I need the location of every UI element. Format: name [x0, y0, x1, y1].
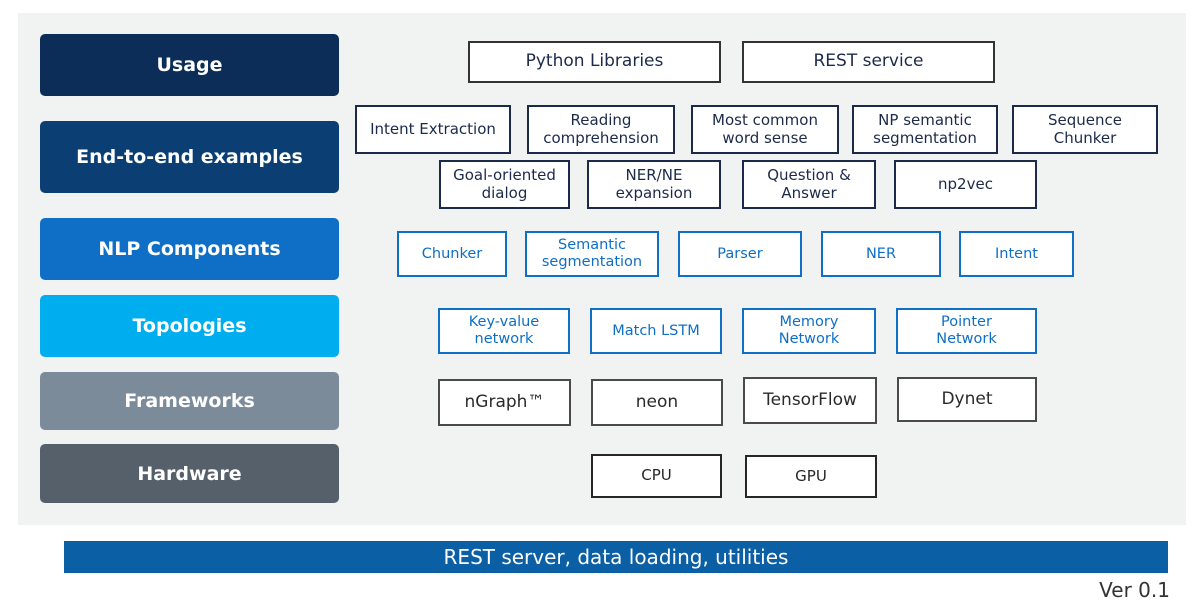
example-box: Question &Answer — [742, 160, 876, 209]
topology-box: Match LSTM — [590, 308, 722, 354]
layer-frameworks: Frameworks — [40, 372, 339, 430]
layer-topologies: Topologies — [40, 295, 339, 357]
usage-box: REST service — [742, 41, 995, 83]
usage-box: Python Libraries — [468, 41, 721, 83]
component-box: NER — [821, 231, 941, 277]
hardware-box: GPU — [745, 455, 877, 498]
bottom-bar: REST server, data loading, utilities — [64, 541, 1168, 573]
framework-box: neon — [591, 379, 723, 426]
framework-box: nGraph™ — [438, 379, 571, 426]
layer-usage: Usage — [40, 34, 339, 96]
layer-label: Hardware — [137, 462, 242, 485]
layer-label: End-to-end examples — [76, 146, 303, 168]
hardware-box: CPU — [591, 454, 722, 498]
framework-box: Dynet — [897, 377, 1037, 422]
example-box: Intent Extraction — [355, 105, 511, 154]
layer-hardware: Hardware — [40, 444, 339, 503]
layer-end-to-end-examples: End-to-end examples — [40, 121, 339, 193]
component-box: Parser — [678, 231, 802, 277]
component-box: Intent — [959, 231, 1074, 277]
layer-label: Topologies — [132, 315, 247, 337]
layer-nlp-components: NLP Components — [40, 218, 339, 280]
layer-label: Frameworks — [124, 390, 255, 412]
bottom-bar-label: REST server, data loading, utilities — [443, 545, 789, 569]
version-label: Ver 0.1 — [1099, 578, 1170, 602]
component-box: Chunker — [397, 231, 507, 277]
layer-label: NLP Components — [98, 238, 281, 260]
layer-label: Usage — [156, 54, 223, 76]
example-box: np2vec — [894, 160, 1037, 209]
framework-box: TensorFlow — [743, 377, 877, 424]
